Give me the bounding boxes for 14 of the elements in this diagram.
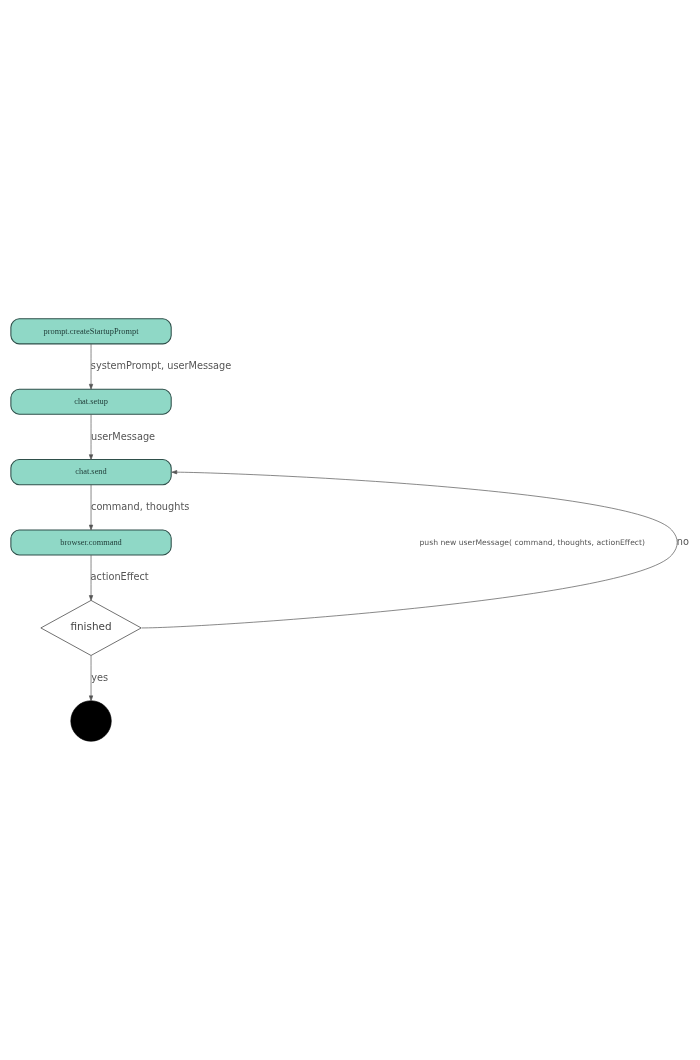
edge-label: yes	[91, 671, 109, 683]
arrow	[141, 470, 678, 629]
arrow	[89, 414, 94, 460]
arrow	[89, 655, 94, 702]
arrow	[89, 554, 94, 601]
edge-label: actionEffect	[90, 571, 149, 583]
node-circle	[70, 700, 112, 742]
arrow	[89, 343, 94, 390]
arrow	[89, 484, 94, 531]
edge-label: no	[676, 536, 689, 548]
edge-label: userMessage	[91, 430, 156, 442]
edge-label: systemPrompt, userMessage	[90, 360, 232, 372]
edge-label: command, thoughts	[91, 500, 190, 512]
node-diamond: finished	[40, 600, 142, 656]
